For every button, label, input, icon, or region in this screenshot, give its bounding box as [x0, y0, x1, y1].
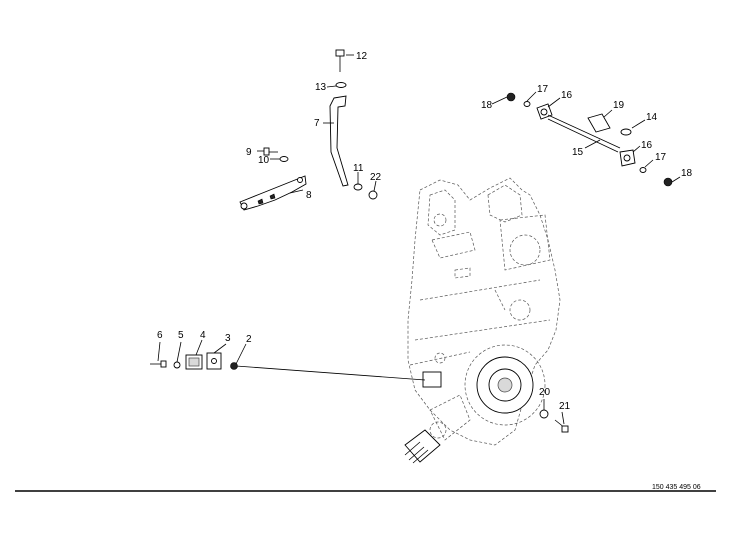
callout-3: 3	[225, 333, 231, 344]
callout-6: 6	[157, 330, 163, 341]
input-shaft	[404, 394, 471, 464]
callout-14: 14	[646, 112, 658, 123]
callout-10: 10	[258, 155, 270, 166]
lower-fasteners	[539, 409, 569, 433]
gearbox-housing	[407, 177, 561, 446]
callout-9: 9	[246, 147, 252, 158]
leader-lines	[157, 54, 681, 425]
drawing-number: 150 435 495 06	[652, 484, 701, 491]
callout-8: 8	[306, 190, 312, 201]
callout-17b: 17	[655, 152, 667, 163]
callout-labels: 2 3 4 5 6 7 8 9 10 11 12 13 14 15 16 16 …	[157, 51, 693, 412]
callout-5: 5	[178, 330, 184, 341]
callout-13: 13	[315, 82, 327, 93]
callout-20: 20	[539, 387, 551, 398]
callout-4: 4	[200, 330, 206, 341]
callout-15: 15	[572, 147, 584, 158]
callout-22: 22	[370, 172, 382, 183]
sensor-mount	[422, 371, 442, 388]
callout-7: 7	[314, 118, 320, 129]
callout-17a: 17	[537, 84, 549, 95]
callout-21: 21	[559, 401, 571, 412]
bracket-parts	[239, 49, 378, 211]
output-flange	[464, 344, 546, 426]
callout-11: 11	[353, 163, 364, 174]
callout-16a: 16	[561, 90, 573, 101]
callout-16b: 16	[641, 140, 653, 151]
callout-18b: 18	[681, 168, 693, 179]
callout-12: 12	[356, 51, 368, 62]
sensor-parts	[150, 352, 238, 370]
callout-2: 2	[246, 334, 252, 345]
callout-19: 19	[613, 100, 625, 111]
assembly-line	[235, 365, 426, 381]
shaft-assembly	[506, 92, 673, 187]
callout-18a: 18	[481, 100, 493, 111]
